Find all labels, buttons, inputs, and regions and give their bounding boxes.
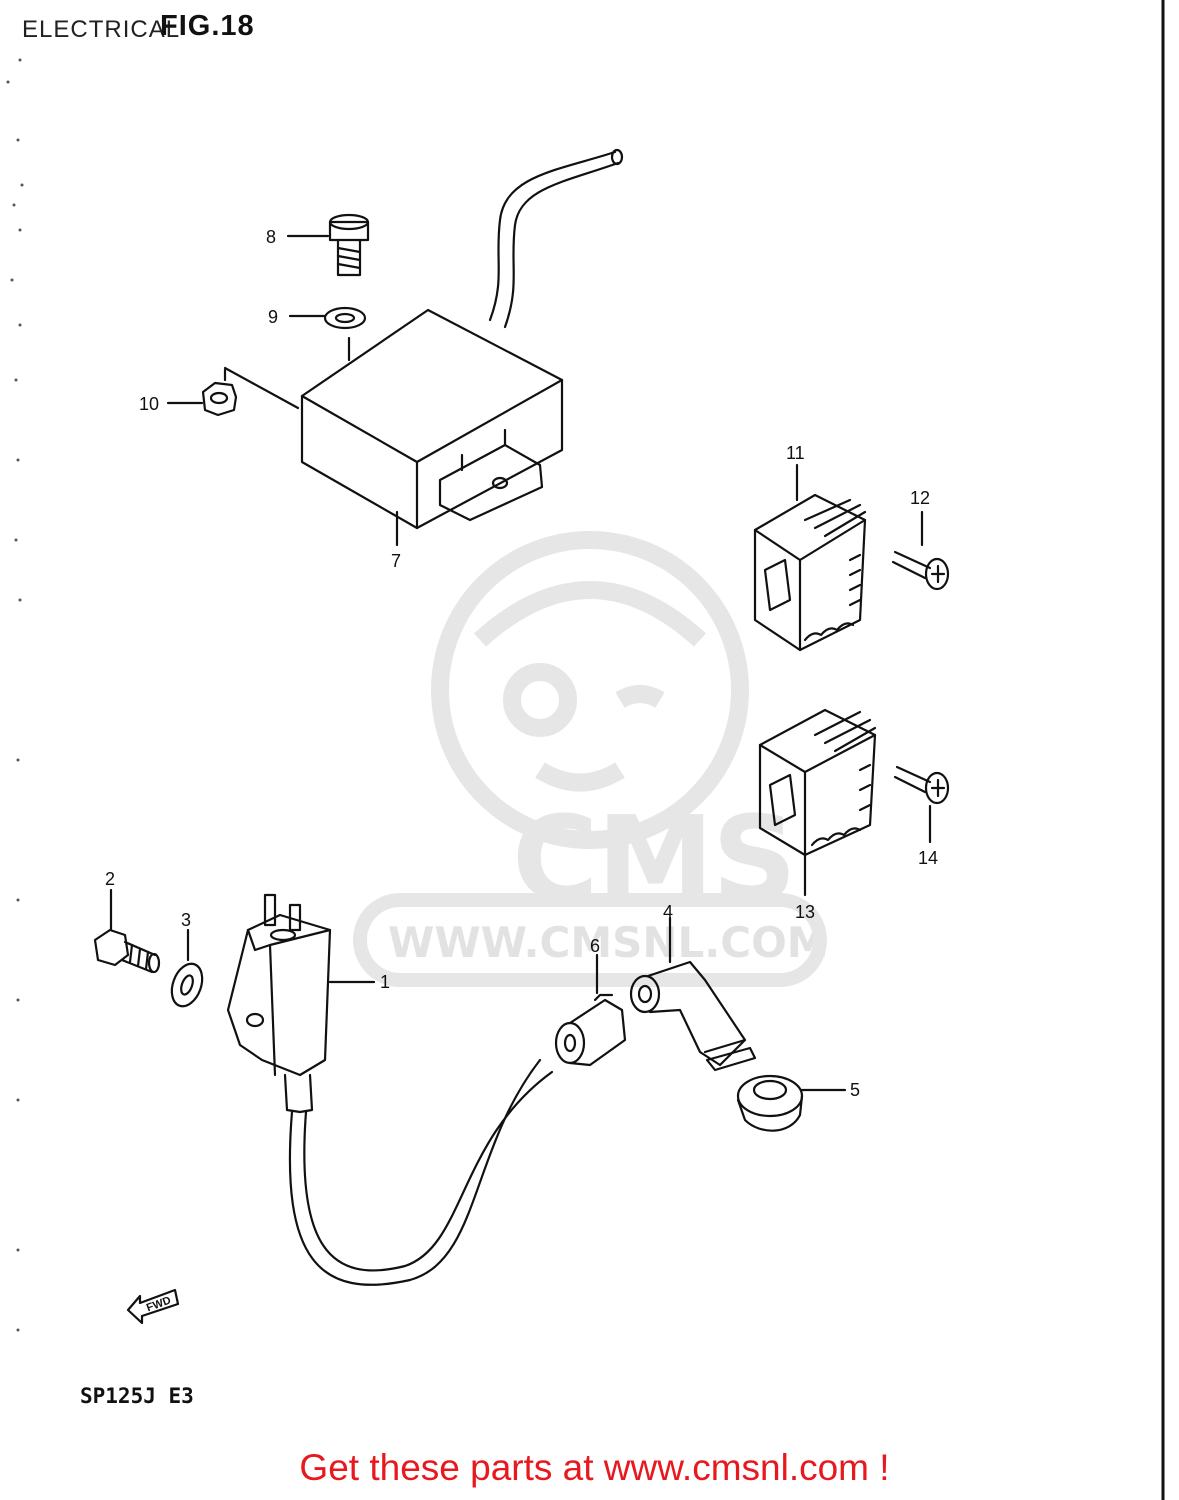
callout-11: 11	[786, 443, 805, 463]
section-title: ELECTRICAL	[22, 16, 181, 43]
ignition-coil-drawing	[226, 893, 554, 1286]
boot-5-drawing	[736, 1074, 847, 1132]
forward-arrow	[126, 1288, 180, 1325]
callout-numbers: 1 2 3 4 5 6 7 8 9 10 11 12 13 14	[105, 227, 938, 1100]
washer-9-drawing	[323, 306, 367, 362]
regulator-11-drawing	[753, 463, 867, 652]
scan-specks	[6, 58, 24, 1332]
seal-6-drawing	[554, 953, 627, 1067]
callout-8: 8	[266, 227, 276, 247]
footer-link[interactable]: Get these parts at www.cmsnl.com !	[299, 1447, 890, 1488]
washer-3-drawing	[170, 928, 204, 1008]
screw-14-drawing	[893, 765, 950, 844]
callout-10: 10	[139, 394, 159, 414]
callout-14: 14	[918, 848, 938, 868]
figure-number: FIG.18	[160, 10, 255, 42]
bolt-8-drawing	[328, 213, 370, 277]
screw-12-drawing	[891, 510, 950, 591]
nut-10-drawing	[201, 366, 300, 417]
callout-6: 6	[590, 936, 600, 956]
callout-4: 4	[663, 902, 673, 922]
callout-13: 13	[795, 902, 815, 922]
leader-lines	[166, 234, 399, 547]
watermark-url: WWW.CMSNL.COM	[388, 918, 829, 967]
callout-5: 5	[850, 1080, 860, 1100]
callout-3: 3	[181, 910, 191, 930]
watermark-mascot	[353, 531, 827, 987]
callout-9: 9	[268, 307, 278, 327]
bolt-2-drawing	[93, 888, 161, 974]
callout-12: 12	[910, 488, 930, 508]
callout-7: 7	[391, 551, 401, 571]
regulator-13-drawing	[758, 708, 877, 897]
plug-cap-drawing	[629, 916, 757, 1072]
model-code: SP125J E3	[80, 1384, 194, 1408]
cdi-unit-drawing	[300, 148, 624, 530]
callout-2: 2	[105, 869, 115, 889]
callout-1: 1	[380, 972, 390, 992]
